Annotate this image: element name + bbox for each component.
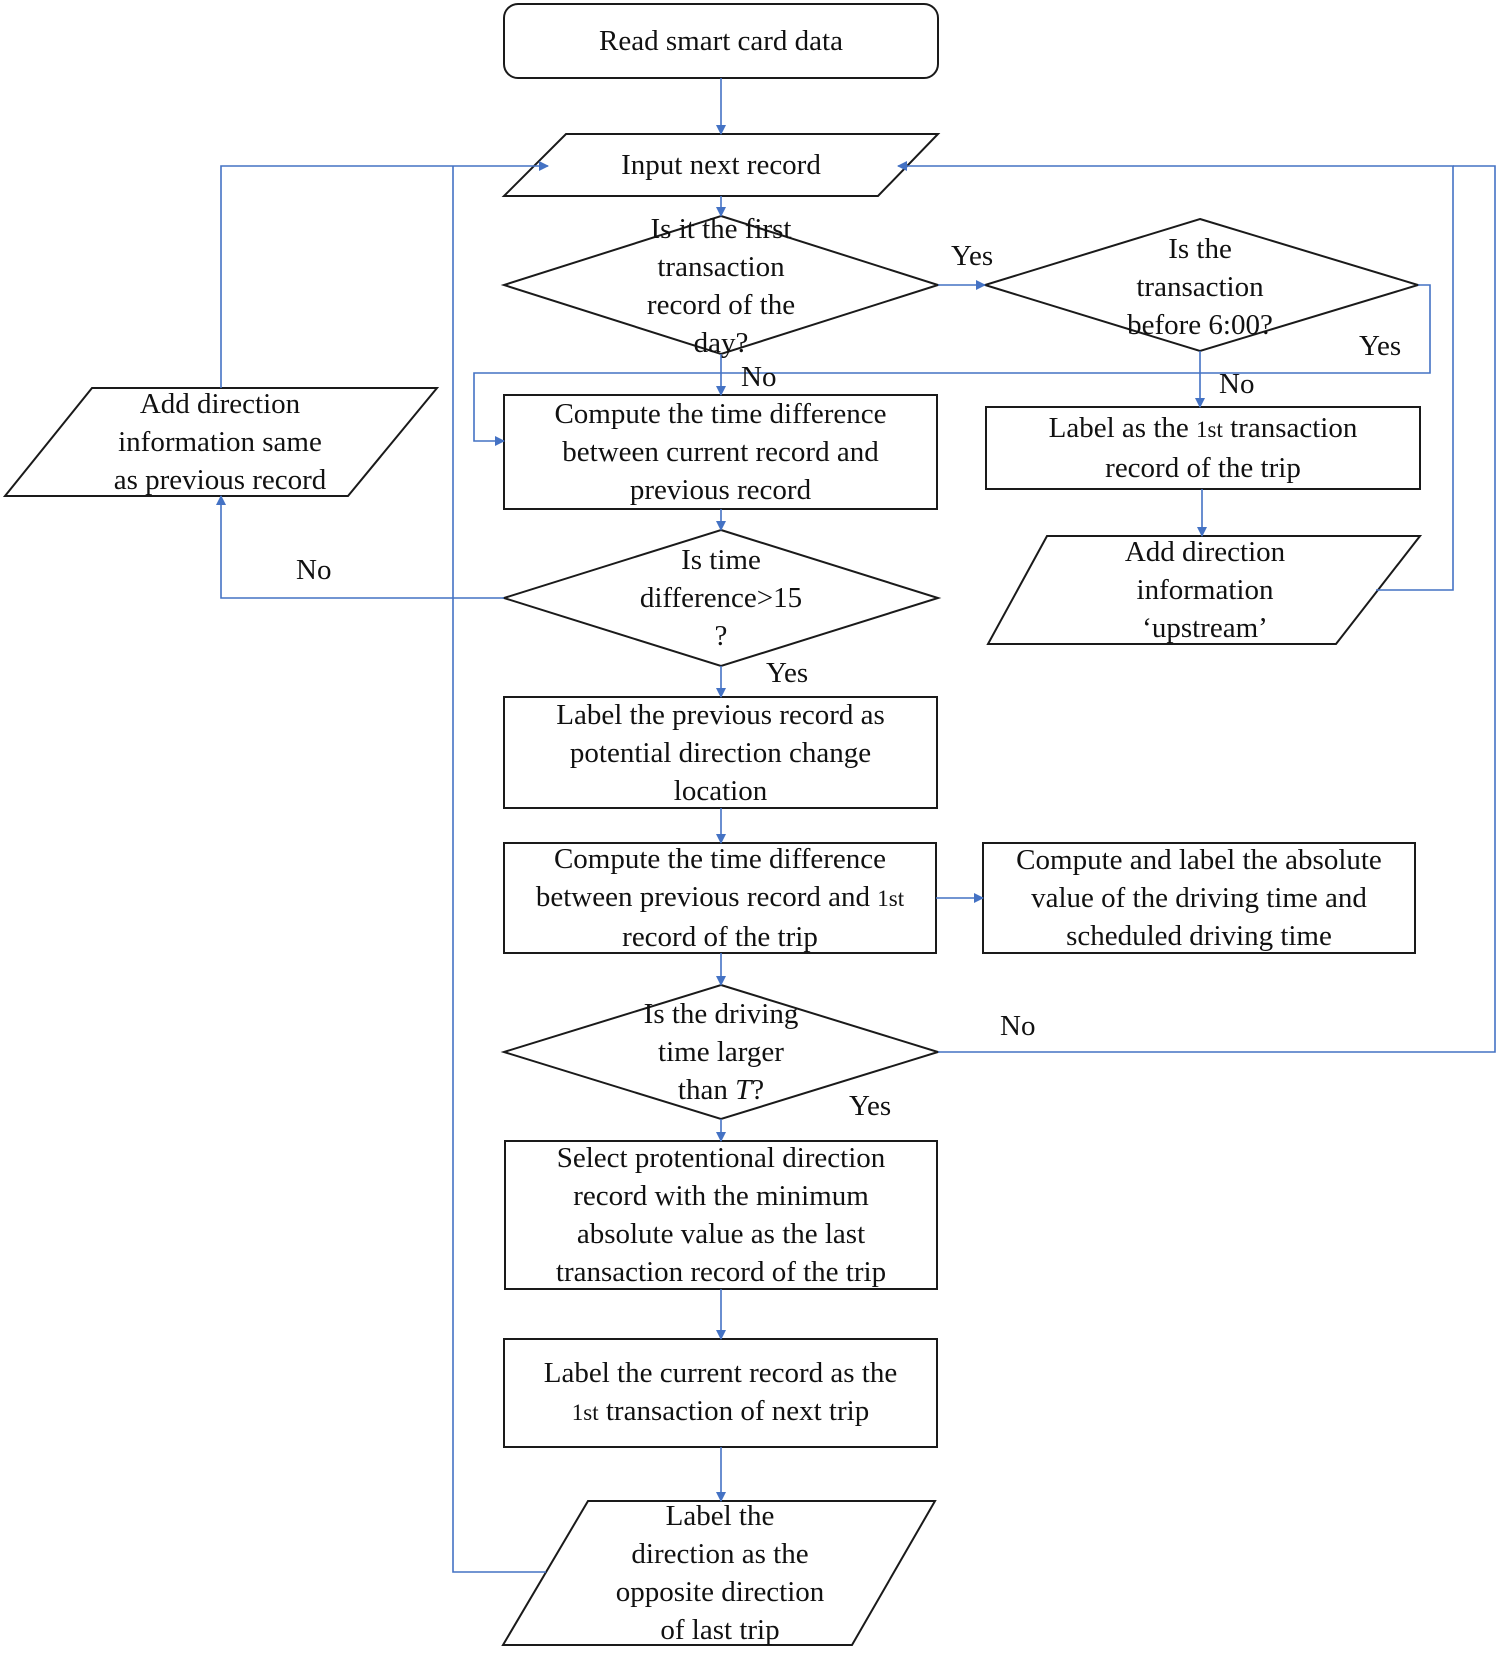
edge-diff-no-to-add-same bbox=[216, 495, 504, 599]
input-node: Input next record bbox=[621, 149, 821, 181]
compute-abs-node: Compute and label the absolute value of … bbox=[1016, 844, 1382, 952]
edge-label-six-no: No bbox=[1219, 368, 1255, 400]
compute-diff-node: Compute the time difference between curr… bbox=[554, 398, 887, 506]
edge-upstream-to-input bbox=[897, 161, 1454, 591]
label-prev-node-shape bbox=[503, 696, 938, 809]
driving-time-decision: Is the driving time larger than T? bbox=[643, 998, 799, 1106]
label-first-node-shape bbox=[985, 406, 1421, 490]
edge-label-diff-no: No bbox=[296, 554, 332, 586]
label-current-node-shape bbox=[503, 1338, 938, 1448]
start-node: Read smart card data bbox=[599, 25, 843, 57]
edge-add-same-to-input bbox=[220, 161, 549, 388]
edge-label-diff-yes: Yes bbox=[766, 657, 809, 689]
edge-opposite-to-input bbox=[452, 166, 546, 1573]
add-upstream-node-shape bbox=[986, 535, 1423, 645]
compute-drive-node-shape bbox=[503, 842, 937, 954]
ordinal-1st: 1st bbox=[571, 1400, 599, 1425]
ordinal-1st: 1st bbox=[877, 886, 905, 911]
edge-label-six-yes: Yes bbox=[1359, 330, 1402, 362]
time-difference-decision: Is time difference>15 ? bbox=[639, 544, 803, 652]
edge-label-drive-yes: Yes bbox=[849, 1090, 892, 1122]
edge-label-first-yes: Yes bbox=[951, 240, 994, 272]
compute-drive-node: Compute the time difference between prev… bbox=[535, 843, 905, 953]
edge-label-first-no: No bbox=[741, 361, 777, 393]
label-opposite-node-shape bbox=[501, 1500, 937, 1646]
threshold-variable: T bbox=[735, 1074, 752, 1106]
before-six-decision: Is the transaction before 6:00? bbox=[1127, 233, 1273, 341]
compute-diff-node-shape bbox=[503, 394, 938, 510]
first-transaction-decision: Is it the first transaction record of th… bbox=[646, 213, 796, 359]
add-same-node: Add direction information same as previo… bbox=[113, 388, 327, 496]
edge-drive-no-to-right-loop bbox=[938, 165, 1496, 1053]
add-upstream-node: Add direction information ‘upstream’ bbox=[1124, 536, 1286, 644]
label-prev-node: Label the previous record as potential d… bbox=[556, 698, 885, 807]
label-first-node: Label as the 1st transaction record of t… bbox=[1048, 412, 1358, 484]
input-node-shape bbox=[501, 133, 941, 197]
edge-label-drive-no: No bbox=[1000, 1010, 1036, 1042]
ordinal-1st: 1st bbox=[1196, 417, 1223, 442]
label-current-node: Label the current record as the 1st tran… bbox=[543, 1357, 898, 1427]
add-same-node-shape bbox=[2, 387, 440, 497]
select-min-node: Select protentional direction record wit… bbox=[555, 1142, 887, 1288]
edge-six-yes-to-compute bbox=[473, 284, 1431, 446]
label-opposite-node: Label the direction as the opposite dire… bbox=[615, 1500, 825, 1646]
